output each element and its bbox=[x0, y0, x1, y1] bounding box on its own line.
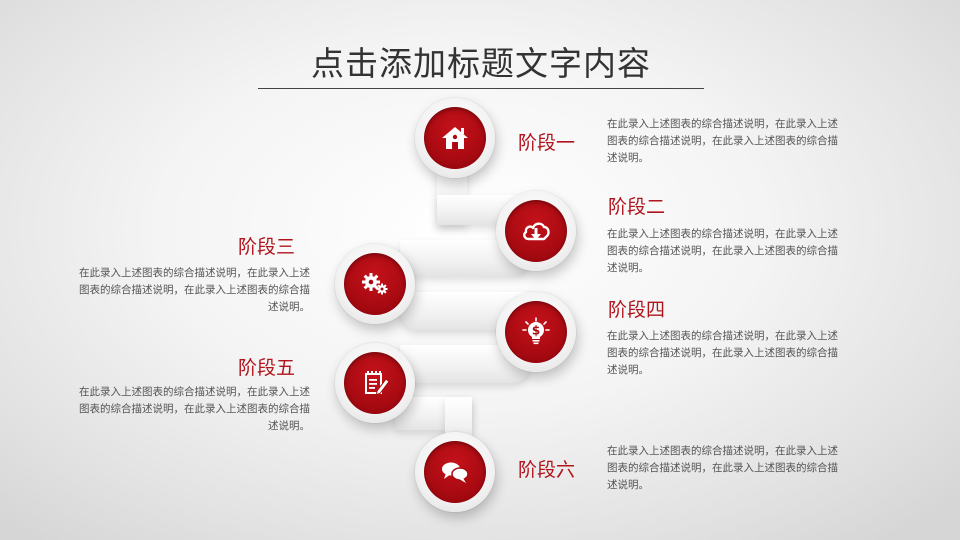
lightbulb-dollar-icon: $ bbox=[522, 317, 550, 345]
stage-6-description: 在此录入上述图表的综合描述说明，在此录入上述图表的综合描述说明，在此录入上述图表… bbox=[607, 445, 838, 491]
stage-2-label: 阶段二 bbox=[608, 196, 666, 218]
stage-5-node[interactable] bbox=[335, 343, 415, 423]
stage-6-node[interactable] bbox=[415, 432, 495, 512]
cloud-download-icon bbox=[523, 222, 550, 241]
stage-4-node[interactable]: $ bbox=[496, 292, 576, 372]
stage-1-node[interactable] bbox=[415, 98, 495, 178]
stage-1-description: 在此录入上述图表的综合描述说明，在此录入上述图表的综合描述说明，在此录入上述图表… bbox=[607, 118, 838, 164]
stage-2-description: 在此录入上述图表的综合描述说明，在此录入上述图表的综合描述说明，在此录入上述图表… bbox=[607, 228, 838, 274]
gears-icon bbox=[362, 273, 388, 295]
notepad-pencil-icon bbox=[365, 371, 390, 396]
stage-4-label: 阶段四 bbox=[608, 299, 666, 321]
stage-3-description: 在此录入上述图表的综合描述说明，在此录入上述图表的综合描述说明，在此录入上述图表… bbox=[79, 267, 310, 313]
chat-bubbles-icon bbox=[442, 462, 469, 483]
svg-text:$: $ bbox=[532, 324, 540, 338]
stage-2-node[interactable] bbox=[496, 191, 576, 271]
title-underline bbox=[258, 88, 704, 89]
stage-4-description: 在此录入上述图表的综合描述说明，在此录入上述图表的综合描述说明，在此录入上述图表… bbox=[607, 330, 838, 376]
stage-3-node[interactable] bbox=[335, 244, 415, 324]
home-icon bbox=[442, 127, 468, 149]
stage-3-label: 阶段三 bbox=[238, 236, 296, 258]
stage-6-label: 阶段六 bbox=[518, 459, 576, 481]
stage-5-description: 在此录入上述图表的综合描述说明，在此录入上述图表的综合描述说明，在此录入上述图表… bbox=[79, 386, 310, 432]
page-title: 点击添加标题文字内容 bbox=[311, 44, 651, 83]
stage-1-label: 阶段一 bbox=[518, 132, 576, 154]
stage-5-label: 阶段五 bbox=[238, 357, 296, 379]
